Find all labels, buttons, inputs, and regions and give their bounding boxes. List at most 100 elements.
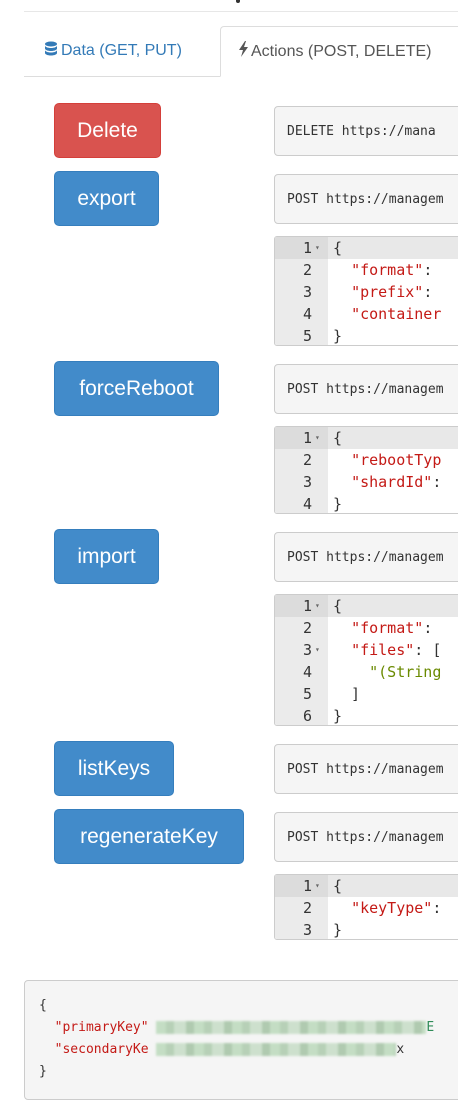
code-text: ] bbox=[333, 685, 361, 703]
json-punctuation: : bbox=[423, 619, 433, 637]
json-key: "format" bbox=[351, 619, 424, 637]
editor-line: 3 "shardId": bbox=[275, 471, 458, 493]
line-number: 3 bbox=[302, 921, 312, 939]
line-number: 1 bbox=[302, 239, 312, 257]
fold-toggle-icon[interactable]: ▾ bbox=[315, 881, 320, 890]
code-text: { bbox=[333, 239, 343, 257]
export-request-url: POST https://managem bbox=[274, 174, 458, 224]
editor-line: 1▾ { bbox=[275, 237, 458, 259]
line-number: 3 bbox=[302, 641, 312, 659]
line-number: 2 bbox=[302, 899, 312, 917]
regenerate-key-request-url: POST https://managem bbox=[274, 812, 458, 862]
line-number: 4 bbox=[302, 663, 312, 681]
editor-line: 2 "rebootTyp bbox=[275, 449, 458, 471]
editor-line: 5} bbox=[275, 325, 458, 345]
fold-toggle-icon[interactable]: ▾ bbox=[315, 243, 320, 252]
bolt-icon bbox=[239, 41, 248, 62]
line-number: 2 bbox=[302, 451, 312, 469]
editor-line: 4} bbox=[275, 493, 458, 513]
tab-actions-label: Actions (POST, DELETE) bbox=[251, 42, 432, 60]
secondary-key-tail: x bbox=[396, 1042, 405, 1057]
fold-toggle-icon[interactable]: ▾ bbox=[315, 645, 320, 654]
editor-line: 5 ] bbox=[275, 683, 458, 705]
json-punctuation: : bbox=[432, 899, 442, 917]
editor-line: 3} bbox=[275, 919, 458, 939]
code-text: } bbox=[333, 495, 343, 513]
delete-request-url: DELETE https://mana bbox=[274, 106, 458, 156]
response-close-brace: } bbox=[39, 1064, 47, 1079]
secondary-key-name: "secondaryKe bbox=[54, 1042, 149, 1057]
line-number: 2 bbox=[302, 619, 312, 637]
import-request-url: POST https://managem bbox=[274, 532, 458, 582]
fold-toggle-icon[interactable]: ▾ bbox=[315, 433, 320, 442]
editor-line: 2 "format": bbox=[275, 259, 458, 281]
line-number: 6 bbox=[302, 707, 312, 725]
json-key: "files" bbox=[351, 641, 415, 659]
response-primary-key-line: "primaryKey" E bbox=[39, 1017, 435, 1039]
primary-key-name: "primaryKey" bbox=[54, 1020, 149, 1035]
line-number: 4 bbox=[302, 495, 312, 513]
code-text: "files": [ bbox=[333, 639, 441, 661]
line-number: 1 bbox=[302, 877, 312, 895]
list-keys-request-url: POST https://managem bbox=[274, 744, 458, 794]
code-text: "prefix": bbox=[333, 281, 432, 303]
code-text: "format": bbox=[333, 617, 432, 639]
code-text: "keyType": bbox=[333, 897, 441, 919]
tab-actions[interactable]: Actions (POST, DELETE) bbox=[220, 26, 458, 77]
editor-line: 6} bbox=[275, 705, 458, 725]
editor-line: 4 "container bbox=[275, 303, 458, 325]
line-number: 4 bbox=[302, 305, 312, 323]
active-line-gutter bbox=[275, 427, 328, 449]
json-punctuation: : [ bbox=[414, 641, 442, 659]
json-key: "container bbox=[351, 305, 442, 323]
regenerate-key-body-editor[interactable]: 1▾{2 "keyType":3} bbox=[274, 874, 458, 940]
code-text: { bbox=[333, 597, 343, 615]
delete-button[interactable]: Delete bbox=[54, 103, 161, 158]
line-number: 3 bbox=[302, 283, 312, 301]
json-key: "prefix" bbox=[351, 283, 424, 301]
editor-line: 3▾ "files": [ bbox=[275, 639, 458, 661]
redacted-value bbox=[156, 1043, 397, 1056]
top-heading-fragment bbox=[236, 0, 240, 3]
active-line-gutter bbox=[275, 875, 328, 897]
top-divider bbox=[24, 11, 458, 12]
json-punctuation: : bbox=[423, 261, 433, 279]
line-number: 3 bbox=[302, 473, 312, 491]
regenerate-key-button[interactable]: regenerateKey bbox=[54, 809, 244, 864]
code-text: } bbox=[333, 921, 343, 939]
import-button[interactable]: import bbox=[54, 529, 159, 584]
editor-line: 2 "keyType": bbox=[275, 897, 458, 919]
code-text: } bbox=[333, 327, 343, 345]
json-punctuation: : bbox=[432, 473, 442, 491]
response-open-brace: { bbox=[39, 998, 47, 1013]
list-keys-button[interactable]: listKeys bbox=[54, 741, 174, 796]
line-number: 1 bbox=[302, 429, 312, 447]
editor-line: 2 "format": bbox=[275, 617, 458, 639]
json-key: "keyType" bbox=[351, 899, 433, 917]
export-button[interactable]: export bbox=[54, 171, 159, 226]
force-reboot-button[interactable]: forceReboot bbox=[54, 361, 219, 416]
code-text: "container bbox=[333, 303, 441, 325]
line-number: 2 bbox=[302, 261, 312, 279]
line-number: 5 bbox=[302, 685, 312, 703]
code-text: "(String bbox=[333, 661, 441, 683]
primary-key-tail: E bbox=[426, 1020, 435, 1035]
json-key: "shardId" bbox=[351, 473, 433, 491]
code-text: } bbox=[333, 707, 343, 725]
tab-data[interactable]: Data (GET, PUT) bbox=[24, 26, 220, 76]
editor-line: 1▾{ bbox=[275, 427, 458, 449]
line-number: 5 bbox=[302, 327, 312, 345]
database-icon bbox=[44, 41, 58, 62]
response-secondary-key-line: "secondaryKe x bbox=[39, 1039, 405, 1061]
fold-toggle-icon[interactable]: ▾ bbox=[315, 601, 320, 610]
tab-data-label: Data (GET, PUT) bbox=[61, 42, 182, 59]
code-text: { bbox=[333, 877, 343, 895]
editor-line: 4 "(String bbox=[275, 661, 458, 683]
string-value: "(String bbox=[369, 663, 442, 681]
json-punctuation: : bbox=[423, 283, 433, 301]
editor-line: 1▾{ bbox=[275, 595, 458, 617]
active-line-gutter bbox=[275, 237, 328, 259]
